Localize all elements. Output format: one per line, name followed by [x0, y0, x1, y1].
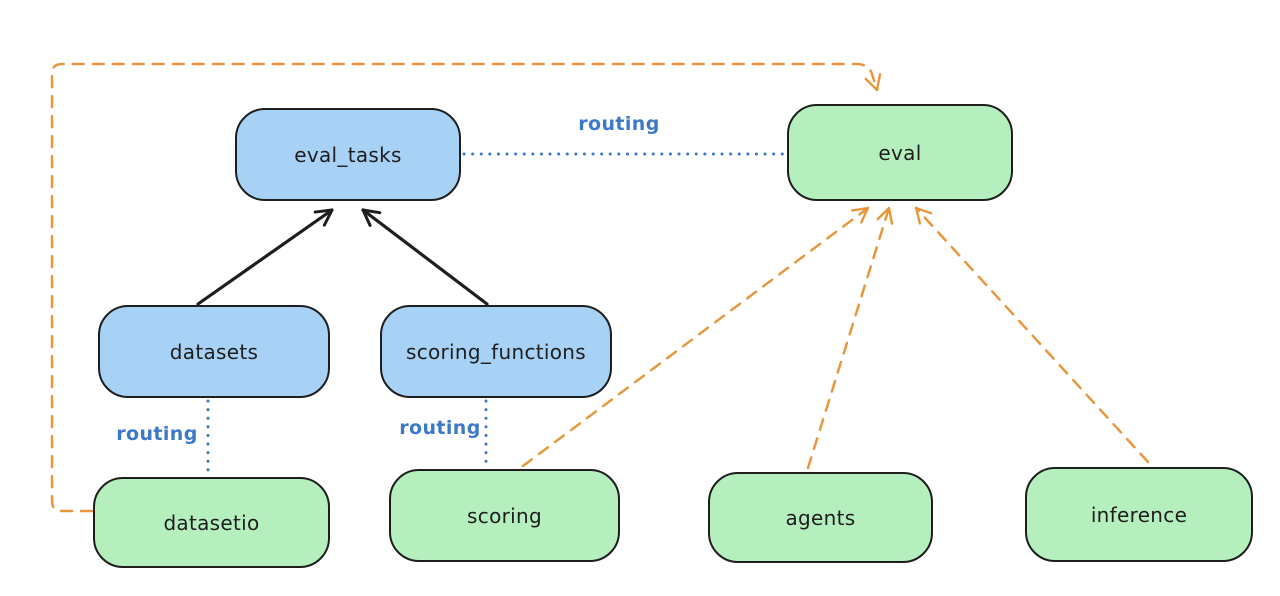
edge-inference-to-eval [914, 206, 1150, 464]
node-agents-label: agents [785, 505, 856, 530]
node-scoring-label: scoring [467, 503, 542, 528]
edge-datasets-to-eval-tasks [196, 208, 334, 306]
node-datasets: datasets [98, 305, 330, 398]
node-datasets-label: datasets [169, 339, 259, 364]
node-inference-label: inference [1090, 502, 1188, 527]
edge-scoring-to-eval [521, 206, 870, 468]
edge-scoring-functions-to-eval-tasks [361, 208, 489, 306]
routing-label-scoring-functions-scoring: routing [399, 417, 481, 439]
edge-datasetio-to-eval [50, 62, 882, 513]
node-eval-label: eval [878, 140, 922, 165]
routing-label-eval-tasks-eval: routing [578, 113, 660, 135]
edge-agents-to-eval [806, 206, 894, 470]
node-scoring-functions-label: scoring_functions [405, 339, 587, 364]
node-inference: inference [1025, 467, 1253, 562]
routing-label-datasets-datasetio: routing [116, 423, 198, 445]
node-eval: eval [787, 104, 1013, 201]
node-datasetio: datasetio [93, 477, 330, 568]
node-agents: agents [708, 472, 933, 563]
node-eval-tasks: eval_tasks [235, 108, 461, 201]
node-datasetio-label: datasetio [163, 510, 260, 535]
node-scoring: scoring [389, 469, 620, 562]
node-scoring-functions: scoring_functions [380, 305, 612, 398]
node-eval-tasks-label: eval_tasks [294, 142, 402, 167]
